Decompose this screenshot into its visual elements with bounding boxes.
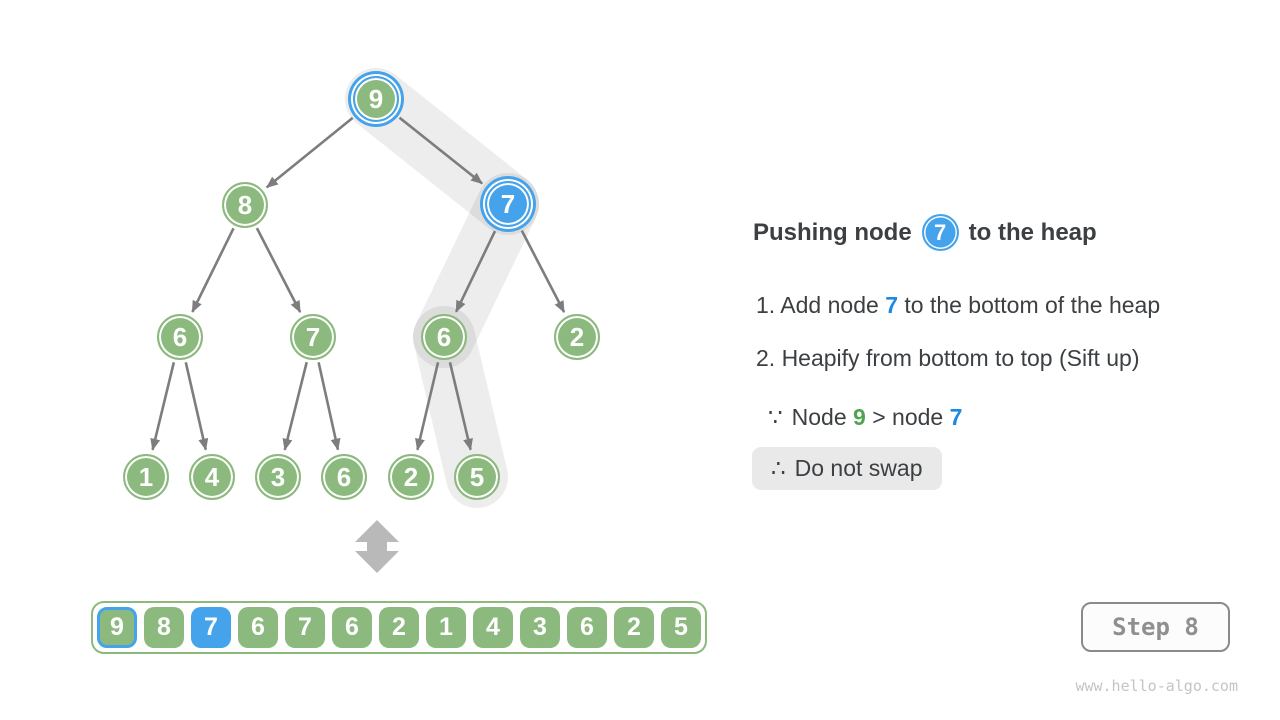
step-counter-label: Step 8 (1112, 613, 1199, 641)
tree-node: 2 (388, 454, 434, 500)
heading-suffix: to the heap (968, 218, 1097, 246)
tree-node: 6 (321, 454, 367, 500)
array-cell: 9 (97, 607, 137, 648)
tree-node: 7 (485, 181, 531, 227)
sift-up-highlight-band (345, 68, 539, 508)
tree-node: 2 (554, 314, 600, 360)
pushed-node-value: 7 (934, 219, 947, 245)
because-text-1: Node (791, 404, 854, 430)
array-cell: 4 (473, 607, 513, 648)
because-icon: ∵ (768, 404, 783, 430)
array-cell: 2 (379, 607, 419, 648)
tree-node: 6 (421, 314, 467, 360)
site-watermark: www.hello-algo.com (1075, 677, 1238, 695)
tree-node: 7 (290, 314, 336, 360)
array-cell: 6 (567, 607, 607, 648)
up-down-arrow-icon (355, 520, 399, 573)
tree-edge (415, 362, 440, 451)
tree-node: 3 (255, 454, 301, 500)
tree-node: 1 (123, 454, 169, 500)
array-cell: 1 (426, 607, 466, 648)
tree-edge (150, 361, 176, 451)
array-cell: 7 (191, 607, 231, 648)
tree-node: 9 (353, 76, 399, 122)
tree-edge (520, 230, 566, 314)
array-cell: 7 (285, 607, 325, 648)
heading-prefix: Pushing node (753, 218, 912, 246)
array-cell: 6 (332, 607, 372, 648)
array-cell: 2 (614, 607, 654, 648)
because-text-2: > node (865, 404, 950, 430)
therefore-box: ∴ Do not swap (752, 447, 942, 490)
because-line: ∵ Node 9 > node 7 (768, 404, 962, 431)
tree-edge (398, 116, 483, 185)
step-item-2: 2. Heapify from bottom to top (Sift up) (756, 345, 1140, 372)
step-1-highlight: 7 (885, 292, 898, 318)
panel-heading: Pushing node 7 to the heap (753, 214, 1097, 251)
therefore-text: Do not swap (794, 455, 923, 481)
because-value-7: 7 (949, 404, 963, 430)
tree-arrows (150, 116, 566, 451)
pushed-node-badge: 7 (921, 214, 959, 251)
tree-edge (265, 116, 354, 189)
step-item-1: 1. Add node 7 to the bottom of the heap (756, 292, 1160, 319)
tree-node: 8 (222, 182, 268, 228)
array-cell: 6 (238, 607, 278, 648)
tree-edge (184, 362, 209, 451)
array-cell: 3 (520, 607, 560, 648)
tree-node: 5 (454, 454, 500, 500)
tree-edge (317, 362, 341, 451)
step-1-text-end: to the bottom of the heap (897, 292, 1161, 318)
tree-edge (448, 362, 473, 451)
array-cell: 5 (661, 607, 701, 648)
tree-edge (255, 227, 302, 313)
tree-edge (454, 230, 497, 313)
step-counter-button[interactable]: Step 8 (1081, 602, 1230, 652)
step-2-text: 2. Heapify from bottom to top (Sift up) (756, 345, 1140, 371)
array-cell: 8 (144, 607, 184, 648)
because-value-9: 9 (853, 404, 866, 430)
tree-node: 6 (157, 314, 203, 360)
therefore-icon: ∴ (771, 455, 786, 481)
tree-edge (282, 361, 308, 451)
tree-node: 4 (189, 454, 235, 500)
tree-edge (191, 227, 235, 313)
step-1-text: 1. Add node (756, 292, 886, 318)
